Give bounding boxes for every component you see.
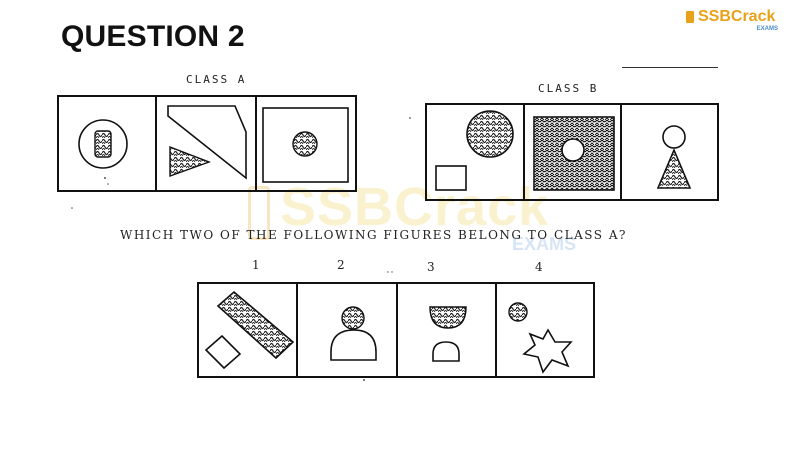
- question-text: WHICH TWO OF THE FOLLOWING FIGURES BELON…: [120, 228, 627, 242]
- logo-sub-text: EXAMS: [756, 26, 778, 32]
- watermark-icon: [248, 186, 270, 240]
- class-a-figures: [57, 95, 357, 192]
- class-a-label: CLASS A: [186, 73, 247, 86]
- brand-logo: SSBCrack EXAMS: [686, 8, 782, 38]
- watermark-sub-text: EXAMS: [512, 234, 577, 254]
- logo-mark-icon: [686, 11, 694, 23]
- page-title: QUESTION 2: [61, 20, 245, 53]
- option-number-1: 1: [252, 258, 260, 272]
- logo-brand-text: SSBCrack: [698, 8, 776, 25]
- watermark-text: SSBCrack: [280, 177, 550, 237]
- class-b-label: CLASS B: [538, 82, 599, 95]
- class-b-figures: [425, 103, 719, 201]
- scan-specks: [71, 117, 411, 381]
- scan-line: [622, 67, 718, 68]
- option-number-2: 2: [337, 258, 345, 272]
- option-number-3: 3: [427, 260, 435, 274]
- option-figures: [197, 282, 595, 378]
- option-number-4: 4: [535, 260, 543, 274]
